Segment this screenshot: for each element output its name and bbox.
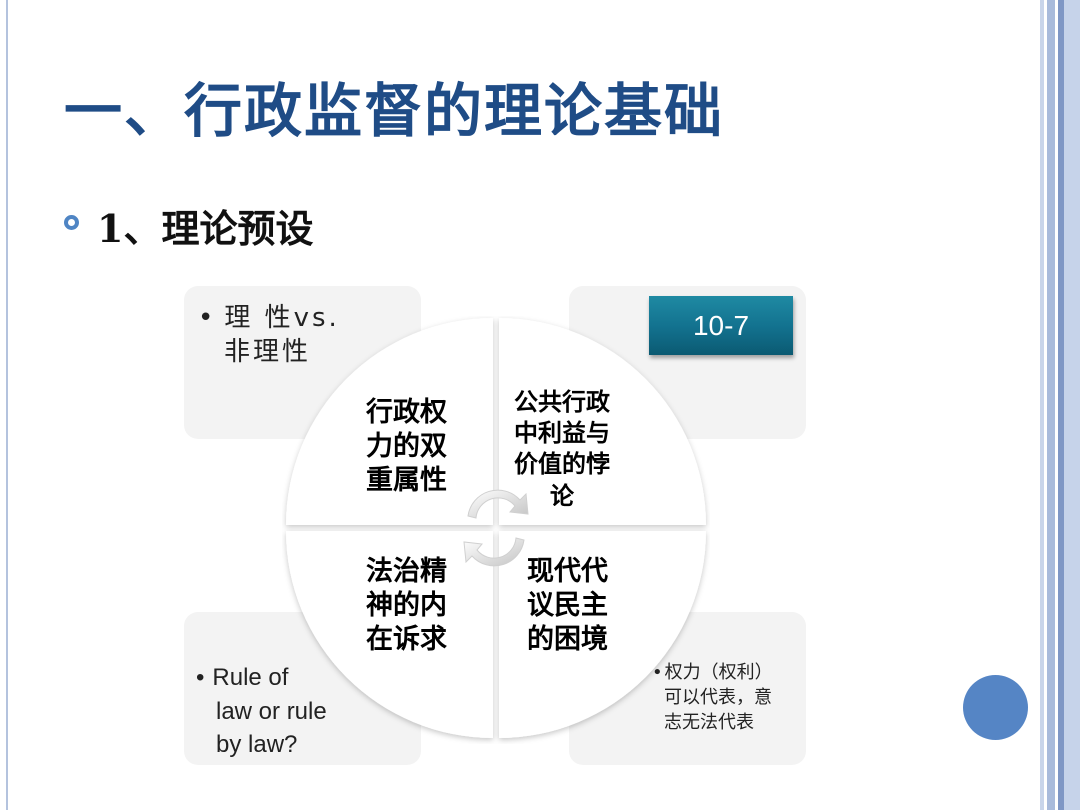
cycle-diagram	[286, 318, 706, 738]
quadrant-bottom-left	[286, 531, 493, 738]
left-frame-line	[6, 0, 8, 810]
cycle-arrows-icon	[463, 489, 529, 567]
right-frame-stripes	[1034, 0, 1080, 810]
quadrant-top-left-text: 行政权 力的双 重属性	[366, 397, 447, 496]
quadrant-top-right	[499, 318, 706, 525]
card-bottom-left-text: •Rule of law or rule by law?	[196, 664, 327, 759]
decorative-circle	[963, 675, 1028, 740]
ring-bullet-icon	[64, 215, 79, 230]
card-top-left-text: •理 性vs. 非理性	[198, 303, 340, 367]
slide-title: 一、行政监督的理论基础	[64, 77, 725, 145]
quadrant-bottom-left-text: 法治精 神的内 在诉求	[366, 556, 447, 655]
quadrant-bottom-right	[499, 531, 706, 738]
slide-subtitle: 1、理论预设	[97, 206, 314, 251]
card-bottom-right-text: •权力（权利） 可以代表，意 志无法代表	[652, 662, 773, 734]
slide-number-badge: 10-7	[649, 296, 793, 355]
quadrant-top-right-text: 公共行政 中利益与 价值的悖 论	[514, 387, 610, 510]
quadrant-bottom-right-text: 现代代 议民主 的困境	[527, 556, 608, 655]
quadrant-top-left	[286, 318, 493, 525]
